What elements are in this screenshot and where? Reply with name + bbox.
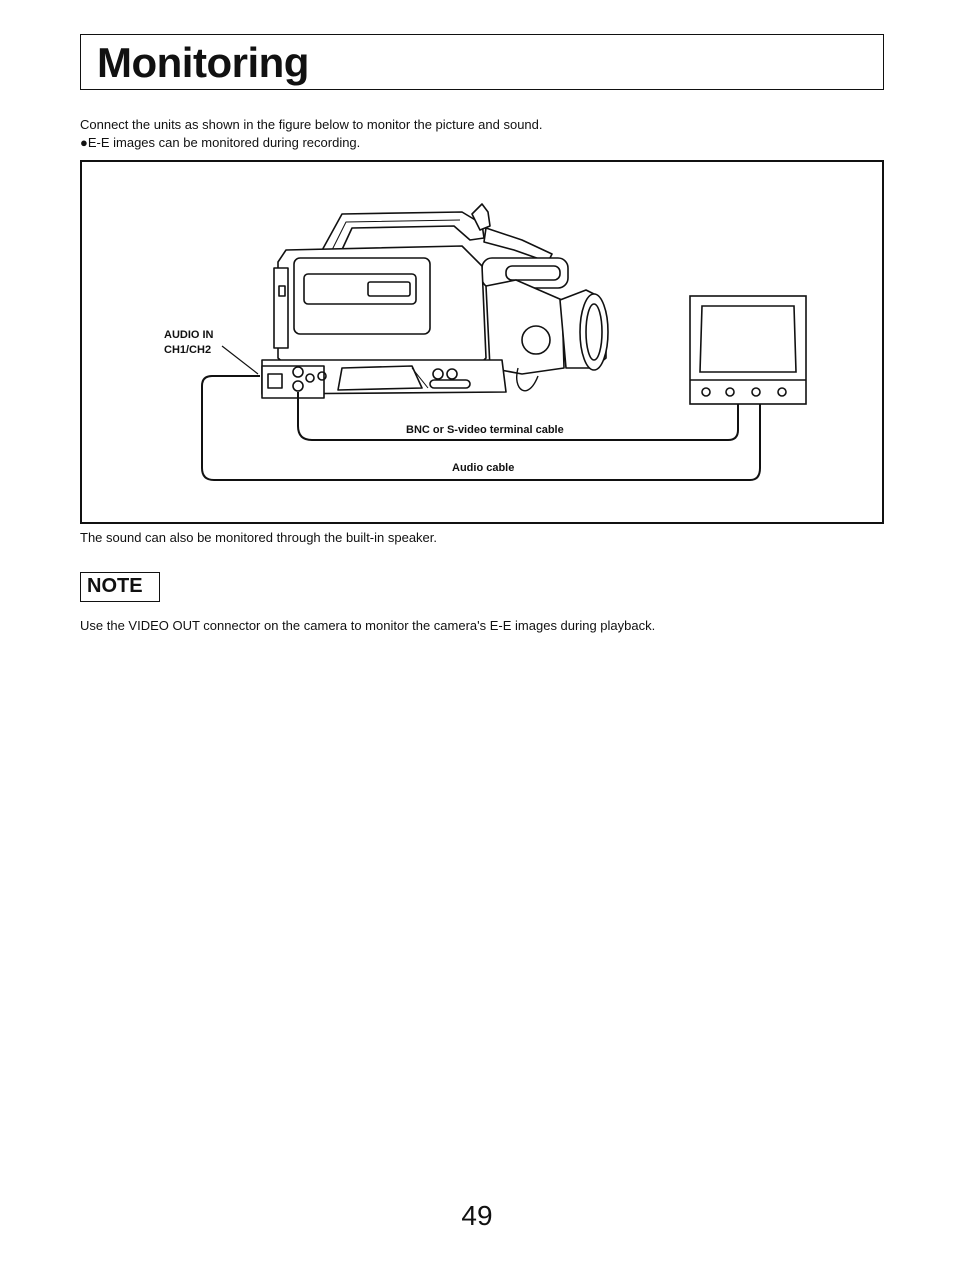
bnc-cable-label: BNC or S-video terminal cable [406, 424, 564, 436]
page-title: Monitoring [97, 39, 309, 86]
intro-line-1: Connect the units as shown in the figure… [80, 117, 543, 132]
audio-cable-label: Audio cable [452, 462, 514, 474]
audio-cable [201, 375, 761, 481]
page-number: 49 [461, 1200, 493, 1231]
audio-in-pointer [221, 345, 259, 375]
monitor-illustration [689, 295, 807, 405]
title-box: Monitoring [80, 34, 884, 90]
intro-text: Connect the units as shown in the figure… [80, 116, 543, 152]
note-text: Use the VIDEO OUT connector on the camer… [80, 618, 656, 633]
connection-diagram: AUDIO IN CH1/CH2 BNC or S-video terminal… [80, 160, 884, 524]
intro-line-2: ●E-E images can be monitored during reco… [80, 135, 361, 150]
audio-ch-label: CH1/CH2 [164, 344, 211, 356]
speaker-note: The sound can also be monitored through … [80, 530, 438, 545]
audio-in-label: AUDIO IN [164, 329, 214, 341]
video-cable [297, 392, 739, 441]
diagram-svg: AUDIO IN CH1/CH2 BNC or S-video terminal… [164, 203, 807, 481]
note-badge: NOTE [80, 572, 160, 602]
camcorder-illustration [261, 203, 609, 399]
